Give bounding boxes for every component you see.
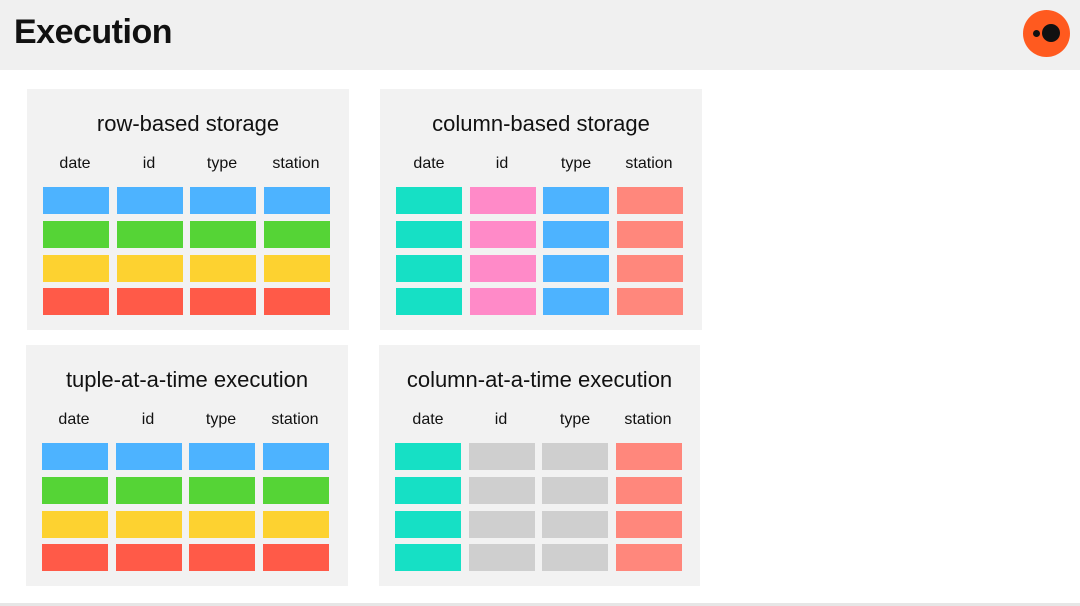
data-cell	[396, 255, 462, 282]
panel-title: column-based storage	[432, 111, 650, 136]
data-cell	[190, 221, 256, 248]
panel-column-at-a-time-execution: column-at-a-time execution date id type …	[379, 345, 700, 586]
column-label-station: station	[624, 411, 672, 428]
data-cell	[116, 477, 182, 504]
column-label-type: type	[560, 155, 592, 172]
logo-big-dot	[1042, 24, 1060, 42]
data-cell	[264, 255, 330, 282]
data-cell	[542, 443, 608, 470]
column-label-type: type	[206, 155, 238, 172]
column-label-type: type	[559, 411, 591, 428]
header-bar: Execution	[0, 0, 1080, 70]
data-cell	[42, 544, 108, 571]
column-label-station: station	[625, 155, 673, 172]
data-cell	[263, 443, 329, 470]
data-cell	[395, 511, 461, 538]
data-cell	[190, 288, 256, 315]
data-cell	[263, 544, 329, 571]
logo-small-dot	[1033, 30, 1040, 37]
column-label-id: id	[495, 155, 509, 172]
data-cell	[542, 544, 608, 571]
data-cell	[117, 288, 183, 315]
column-label-date: date	[59, 155, 91, 172]
data-cell	[616, 544, 682, 571]
data-cell	[469, 477, 535, 504]
data-cell	[263, 511, 329, 538]
data-cell	[617, 187, 683, 214]
data-cell	[542, 511, 608, 538]
column-label-station: station	[272, 155, 320, 172]
column-label-date: date	[413, 155, 445, 172]
data-cell	[396, 187, 462, 214]
bottom-border	[0, 603, 1080, 606]
data-cell	[264, 288, 330, 315]
data-cell	[469, 544, 535, 571]
data-cell	[617, 288, 683, 315]
data-cell	[189, 544, 255, 571]
data-cell	[43, 288, 109, 315]
column-label-id: id	[142, 155, 156, 172]
data-cell	[543, 221, 609, 248]
data-cell	[116, 511, 182, 538]
logo-icon	[1023, 10, 1070, 57]
column-label-date: date	[412, 411, 444, 428]
column-label-id: id	[141, 411, 155, 428]
data-cell	[617, 255, 683, 282]
data-cell	[117, 221, 183, 248]
data-cell	[469, 511, 535, 538]
data-cell	[470, 288, 536, 315]
data-cell	[190, 187, 256, 214]
data-cell	[469, 443, 535, 470]
column-label-station: station	[271, 411, 319, 428]
data-cell	[395, 443, 461, 470]
data-cell	[470, 255, 536, 282]
data-cell	[395, 544, 461, 571]
data-cell	[263, 477, 329, 504]
data-cell	[117, 187, 183, 214]
data-cell	[470, 187, 536, 214]
data-cell	[396, 288, 462, 315]
column-label-date: date	[58, 411, 90, 428]
data-cell	[117, 255, 183, 282]
data-cell	[543, 255, 609, 282]
panel-column-based-storage: column-based storage date id type statio…	[380, 89, 702, 330]
data-cell	[616, 443, 682, 470]
data-cell	[616, 477, 682, 504]
data-cell	[264, 221, 330, 248]
data-cell	[43, 221, 109, 248]
data-cell	[189, 477, 255, 504]
data-cell	[395, 477, 461, 504]
data-cell	[43, 187, 109, 214]
data-cell	[42, 511, 108, 538]
data-cell	[116, 544, 182, 571]
panel-row-based-storage: row-based storage date id type station	[27, 89, 349, 330]
column-label-type: type	[205, 411, 237, 428]
data-cell	[190, 255, 256, 282]
panel-tuple-at-a-time-execution: tuple-at-a-time execution date id type s…	[26, 345, 348, 586]
data-cell	[189, 511, 255, 538]
data-cell	[116, 443, 182, 470]
data-cell	[396, 221, 462, 248]
data-cell	[470, 221, 536, 248]
panel-title: row-based storage	[96, 111, 280, 136]
data-cell	[543, 187, 609, 214]
panel-title: column-at-a-time execution	[406, 367, 673, 392]
data-cell	[42, 477, 108, 504]
data-cell	[42, 443, 108, 470]
data-cell	[189, 443, 255, 470]
data-cell	[542, 477, 608, 504]
data-cell	[617, 221, 683, 248]
data-cell	[43, 255, 109, 282]
data-cell	[616, 511, 682, 538]
data-cell	[543, 288, 609, 315]
page-title: Execution	[14, 13, 172, 51]
panel-title: tuple-at-a-time execution	[65, 367, 309, 392]
column-label-id: id	[494, 411, 508, 428]
data-cell	[264, 187, 330, 214]
